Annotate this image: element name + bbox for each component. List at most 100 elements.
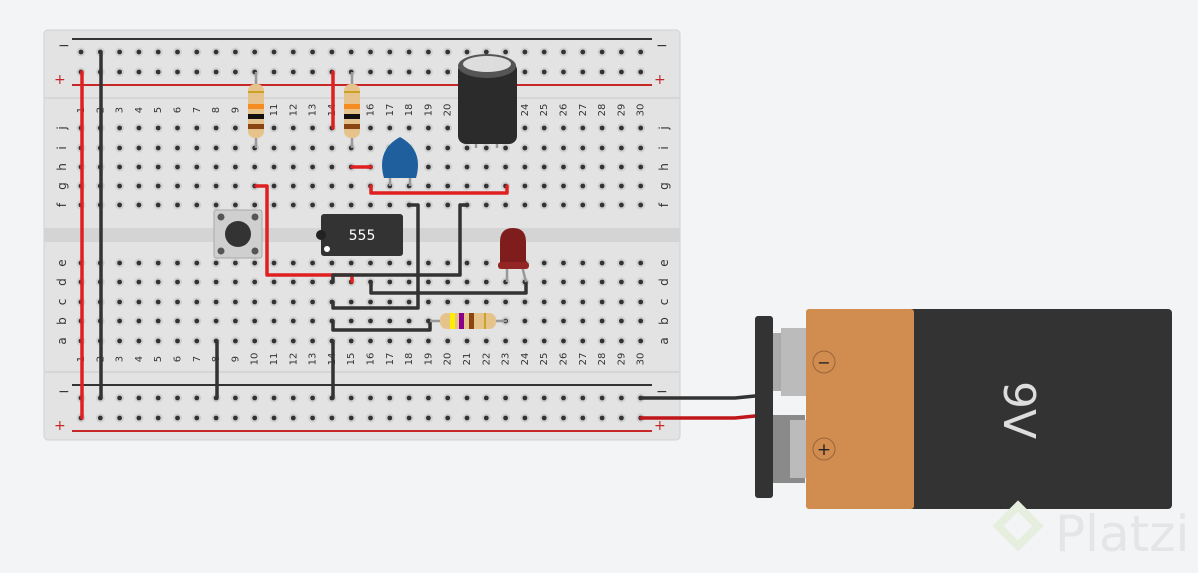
breadboard-hole[interactable] <box>443 47 453 57</box>
breadboard-hole[interactable] <box>134 162 144 172</box>
breadboard-hole[interactable] <box>539 297 549 307</box>
breadboard-hole[interactable] <box>385 297 395 307</box>
breadboard-hole[interactable] <box>404 67 414 77</box>
breadboard-hole[interactable] <box>559 297 568 307</box>
breadboard-hole[interactable] <box>346 336 356 346</box>
breadboard-hole[interactable] <box>501 393 511 403</box>
breadboard-hole[interactable] <box>115 67 125 77</box>
breadboard-hole[interactable] <box>134 200 144 210</box>
breadboard-hole[interactable] <box>288 413 298 423</box>
breadboard-hole[interactable] <box>115 277 125 287</box>
breadboard-hole[interactable] <box>250 143 260 153</box>
breadboard-hole[interactable] <box>385 316 395 326</box>
breadboard-hole[interactable] <box>443 67 453 77</box>
breadboard-hole[interactable] <box>616 393 626 403</box>
breadboard-hole[interactable] <box>539 336 549 346</box>
breadboard-hole[interactable] <box>559 413 568 423</box>
breadboard-hole[interactable] <box>366 67 375 77</box>
breadboard-hole[interactable] <box>250 413 260 423</box>
breadboard-hole[interactable] <box>366 336 375 346</box>
breadboard-hole[interactable] <box>597 67 607 77</box>
breadboard-hole[interactable] <box>636 297 646 307</box>
breadboard-hole[interactable] <box>636 316 646 326</box>
breadboard-hole[interactable] <box>636 123 646 133</box>
breadboard-hole[interactable] <box>501 413 511 423</box>
breadboard-hole[interactable] <box>636 258 646 268</box>
breadboard-hole[interactable] <box>366 393 375 403</box>
breadboard-hole[interactable] <box>539 200 549 210</box>
wire-black-led[interactable] <box>369 280 528 295</box>
breadboard-hole[interactable] <box>520 393 530 403</box>
breadboard-hole[interactable] <box>230 67 240 77</box>
breadboard-hole[interactable] <box>481 162 491 172</box>
breadboard-hole[interactable] <box>559 258 568 268</box>
breadboard-hole[interactable] <box>288 143 298 153</box>
breadboard-hole[interactable] <box>443 162 453 172</box>
ceramic-capacitor[interactable] <box>382 137 418 186</box>
breadboard-hole[interactable] <box>308 316 318 326</box>
breadboard-hole[interactable] <box>539 162 549 172</box>
wire-red-trigger[interactable] <box>254 184 354 284</box>
breadboard-hole[interactable] <box>520 336 530 346</box>
breadboard-hole[interactable] <box>520 181 530 191</box>
breadboard-hole[interactable] <box>192 393 202 403</box>
breadboard-hole[interactable] <box>404 47 414 57</box>
breadboard-hole[interactable] <box>539 123 549 133</box>
breadboard-hole[interactable] <box>153 297 163 307</box>
breadboard-hole[interactable] <box>192 162 202 172</box>
breadboard-hole[interactable] <box>346 181 356 191</box>
breadboard-hole[interactable] <box>578 336 588 346</box>
breadboard-hole[interactable] <box>288 316 298 326</box>
breadboard-hole[interactable] <box>616 297 626 307</box>
breadboard-hole[interactable] <box>134 413 144 423</box>
breadboard-hole[interactable] <box>481 181 491 191</box>
breadboard-hole[interactable] <box>423 200 433 210</box>
breadboard-hole[interactable] <box>192 277 202 287</box>
breadboard-hole[interactable] <box>520 123 530 133</box>
breadboard-hole[interactable] <box>346 393 356 403</box>
breadboard-hole[interactable] <box>443 393 453 403</box>
breadboard-hole[interactable] <box>327 181 337 191</box>
breadboard-hole[interactable] <box>269 413 279 423</box>
breadboard-hole[interactable] <box>559 162 568 172</box>
breadboard-hole[interactable] <box>327 162 337 172</box>
breadboard-hole[interactable] <box>230 200 240 210</box>
breadboard-hole[interactable] <box>520 413 530 423</box>
breadboard-hole[interactable] <box>211 258 221 268</box>
breadboard-hole[interactable] <box>192 200 202 210</box>
breadboard-hole[interactable] <box>288 277 298 287</box>
breadboard-hole[interactable] <box>616 67 626 77</box>
breadboard-hole[interactable] <box>443 123 453 133</box>
breadboard-hole[interactable] <box>269 277 279 287</box>
breadboard-hole[interactable] <box>423 162 433 172</box>
breadboard-hole[interactable] <box>211 143 221 153</box>
breadboard-hole[interactable] <box>423 393 433 403</box>
breadboard-hole[interactable] <box>423 277 433 287</box>
breadboard-hole[interactable] <box>211 277 221 287</box>
breadboard-hole[interactable] <box>115 297 125 307</box>
breadboard-hole[interactable] <box>559 393 568 403</box>
breadboard-hole[interactable] <box>153 258 163 268</box>
breadboard-hole[interactable] <box>115 162 125 172</box>
breadboard-hole[interactable] <box>327 258 337 268</box>
breadboard-hole[interactable] <box>134 47 144 57</box>
breadboard-hole[interactable] <box>578 393 588 403</box>
breadboard-hole[interactable] <box>173 393 182 403</box>
breadboard-hole[interactable] <box>501 200 511 210</box>
breadboard-hole[interactable] <box>385 67 395 77</box>
breadboard-hole[interactable] <box>481 336 491 346</box>
breadboard-hole[interactable] <box>269 393 279 403</box>
breadboard-hole[interactable] <box>578 181 588 191</box>
breadboard-hole[interactable] <box>636 67 646 77</box>
breadboard-hole[interactable] <box>636 47 646 57</box>
breadboard-hole[interactable] <box>95 413 105 423</box>
breadboard-hole[interactable] <box>443 181 453 191</box>
breadboard-hole[interactable] <box>192 47 202 57</box>
wire-black-resistor[interactable] <box>331 319 432 332</box>
breadboard-hole[interactable] <box>462 181 472 191</box>
breadboard-hole[interactable] <box>578 316 588 326</box>
breadboard-hole[interactable] <box>481 143 491 153</box>
breadboard-hole[interactable] <box>423 413 433 423</box>
breadboard-hole[interactable] <box>153 143 163 153</box>
breadboard-hole[interactable] <box>559 316 568 326</box>
